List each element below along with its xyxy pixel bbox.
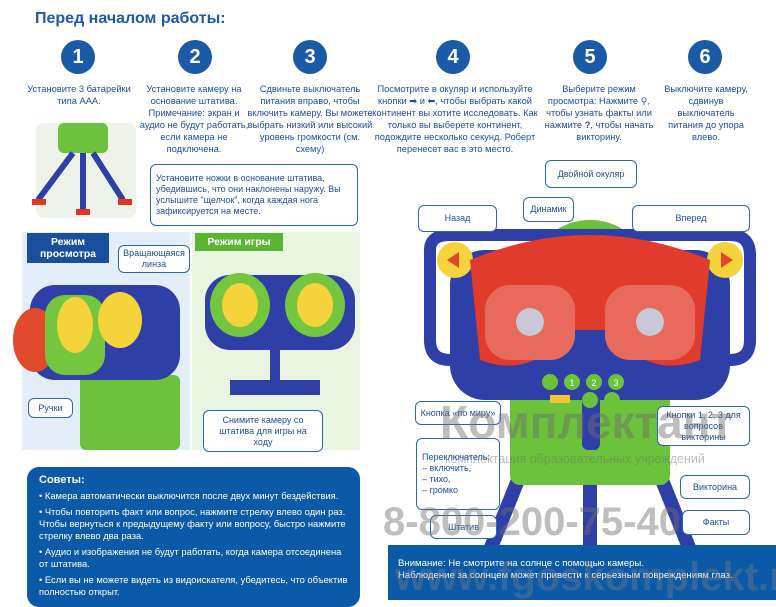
tip-item: • Камера автоматически выключится после … [39, 490, 339, 501]
quiz-callout: Викторина [680, 475, 750, 499]
step-1-text: Установите 3 батарейки типа ААА. [27, 84, 131, 106]
tripod-callout: Штатив [430, 515, 497, 539]
view-mode-label: Режим просмотра [27, 233, 109, 263]
step-5-text-b: , чтобы узнать факты или нажмите [544, 96, 652, 130]
step-number-4: 4 [436, 40, 470, 74]
question-icon: ? [584, 120, 591, 130]
warning-banner: Внимание: Не смотрите на солнце с помощь… [388, 545, 776, 600]
tips-panel: Советы: • Камера автоматически выключитс… [27, 467, 360, 607]
step-3-text: Сдвиньте выключатель питания вправо, что… [247, 84, 373, 154]
step-6-text: Выключите камеру, сдвинув выключатель пи… [664, 84, 748, 142]
quiz-button-3: 3 [613, 378, 618, 388]
step-5-text: Выберите режим просмотра: Нажмите ⚲, что… [540, 83, 658, 143]
step-4-text-a: Посмотрите в окуляр и используйте кнопки [377, 84, 533, 106]
camera-diagram: 1 2 3 [424, 220, 756, 550]
tip-item: • Если вы не можете видеть из видоискате… [39, 574, 348, 597]
game-mode-camera-illustration [205, 273, 355, 395]
tripod-illustration [32, 123, 136, 218]
speaker-callout: Динамик [523, 197, 574, 222]
step-number-2: 2 [178, 40, 212, 74]
tips-heading: Советы: [39, 474, 85, 486]
warning-line-2: Наблюдение за солнцем может привести к с… [398, 570, 733, 581]
dual-eyepiece-callout: Двойной окуляр [545, 160, 637, 188]
game-mode-label: Режим игры [195, 233, 283, 251]
step-5-text-c: , чтобы начать викторину. [576, 120, 654, 142]
switch-callout: Переключатель: – включить, – тихо, – гро… [416, 438, 500, 510]
quiz-button-2: 2 [591, 378, 596, 388]
quiz-button-1: 1 [569, 378, 574, 388]
step-number-6: 6 [688, 40, 722, 74]
tip-item: • Чтобы повторить факт или вопрос, нажми… [39, 506, 346, 541]
rotating-lens-callout: Вращающаяся линза [118, 245, 190, 273]
arrow-left-icon: ⬅ [427, 96, 436, 106]
back-callout: Назад [418, 205, 497, 232]
page-title: Перед началом работы: [35, 10, 226, 27]
forward-callout: Вперед [632, 205, 750, 232]
tripod-tip-callout: Установите ножки в основание штатива, уб… [150, 164, 358, 226]
warning-line-1: Внимание: Не смотрите на солнце с помощь… [398, 558, 644, 569]
remove-camera-callout: Снимите камеру со штатива для игры на хо… [203, 410, 323, 452]
handles-callout: Ручки [28, 398, 73, 418]
arrow-right-icon: ➡ [409, 96, 418, 106]
step-number-1: 1 [61, 40, 95, 74]
view-mode-camera-illustration [13, 285, 180, 450]
facts-callout: Факты [682, 510, 750, 535]
step-4-text-c: , чтобы выбрать какой континент вы хотит… [372, 96, 538, 154]
step-number-3: 3 [293, 40, 327, 74]
magnifier-icon: ⚲ [640, 96, 648, 106]
step-5-text-a: Выберите режим просмотра: Нажмите [547, 84, 639, 106]
step-2-text: Установите камеру на основание штатива. … [139, 84, 249, 154]
step-number-5: 5 [573, 40, 607, 74]
step-4-text-b: и [419, 96, 425, 106]
quiz-buttons-callout: Кнопки 1, 2, 3 для вопросов викторины [657, 406, 750, 446]
world-button-callout: Кнопка «по миру» [415, 401, 501, 425]
tip-item: • Аудио и изображения не будут работать,… [39, 546, 342, 569]
step-4-text: Посмотрите в окуляр и используйте кнопки… [372, 83, 538, 155]
